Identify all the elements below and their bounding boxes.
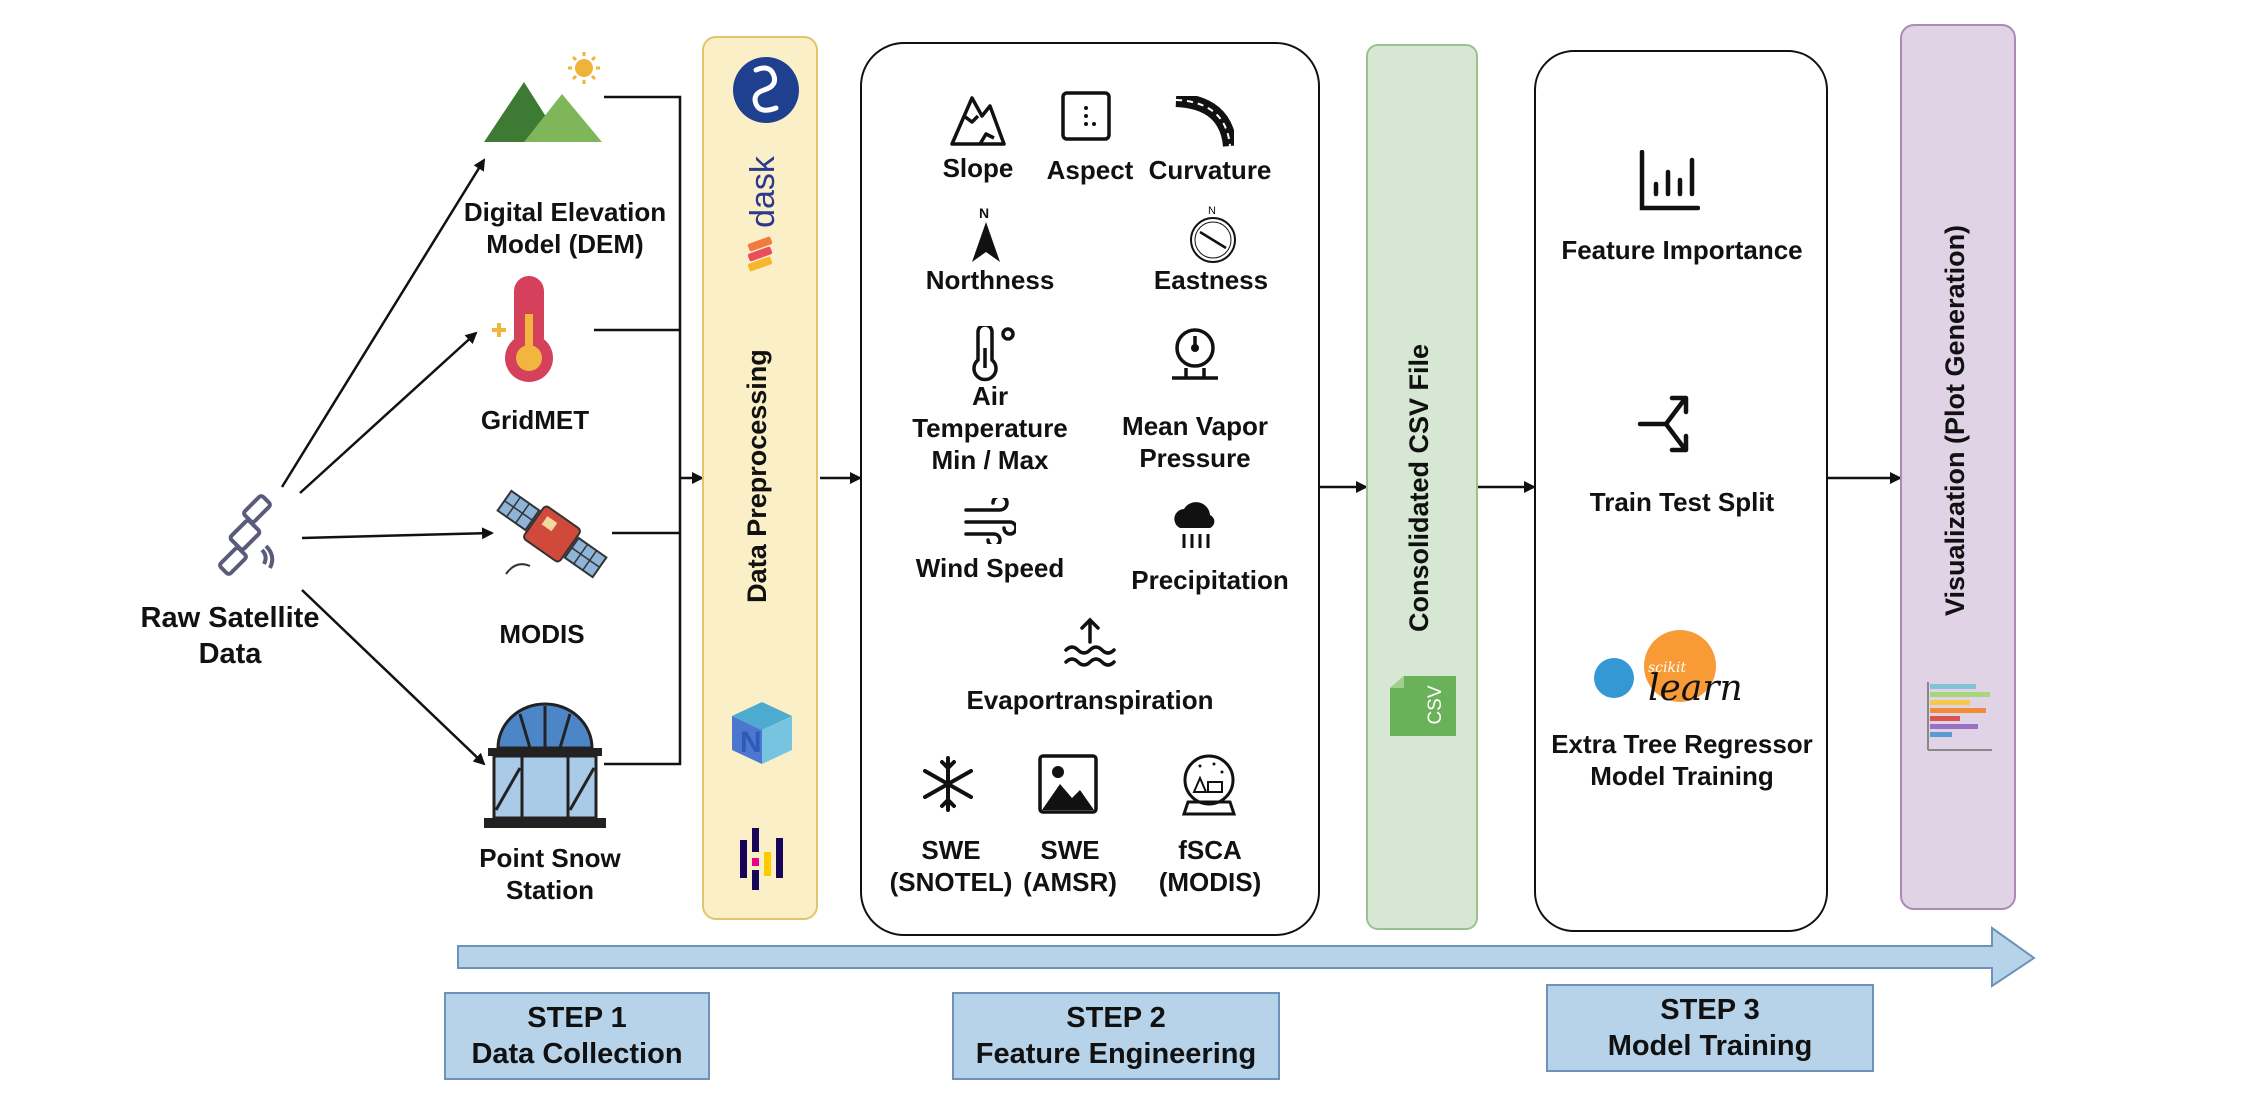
compass-icon: N: [1190, 205, 1236, 263]
arrow-sat-to-modis: [301, 527, 494, 540]
model-training-panel: [1534, 50, 1828, 932]
step-3-box: STEP 3 Model Training: [1546, 984, 1874, 1072]
step-2-subtitle: Feature Engineering: [975, 1038, 1257, 1070]
svg-text:N: N: [979, 205, 989, 221]
precipitation-label: Precipitation: [1131, 565, 1289, 595]
snow-station-icon: [484, 702, 606, 828]
step-2-box: STEP 2 Feature Engineering: [952, 992, 1280, 1080]
modis-satellite-icon: [496, 489, 608, 579]
dem-label: Digital Elevation Model (DEM): [463, 197, 667, 259]
curvature-icon: [1175, 96, 1234, 147]
northness-label: Northness: [925, 265, 1055, 295]
air-temperature-label: Air Temperature Min / Max: [912, 381, 1068, 475]
split-icon: [1637, 395, 1689, 453]
dask-logo-text: dask: [744, 156, 782, 228]
eastness-label: Eastness: [1153, 265, 1269, 295]
vapor-pressure-label: Mean Vapor Pressure: [1122, 411, 1268, 473]
gridmet-label: GridMET: [480, 405, 590, 435]
csv-badge: CSV: [1425, 685, 1446, 725]
bracket-snow: [604, 478, 682, 766]
curvature-label: Curvature: [1148, 155, 1272, 185]
mountain-icon: [484, 52, 602, 142]
bar-chart-icon: [1639, 150, 1700, 211]
csv-title: Consolidated CSV File: [1404, 343, 1434, 633]
modis-label: MODIS: [499, 619, 585, 649]
dask-logo-icon: [747, 236, 773, 272]
aspect-label: Aspect: [1046, 155, 1134, 185]
temperature-icon: [972, 326, 1015, 382]
swe-snotel-label: SWE (SNOTEL): [889, 835, 1013, 897]
feature-importance-label: Feature Importance: [1561, 235, 1803, 265]
pandas-logo-icon: [740, 828, 783, 890]
swe-amsr-label: SWE (AMSR): [1023, 835, 1117, 897]
visualization-panel: [1900, 24, 2016, 910]
snow-station-label: Point Snow Station: [479, 843, 621, 905]
evapotranspiration-label: Evaportranspiration: [966, 685, 1214, 715]
slope-label: Slope: [942, 153, 1014, 183]
model-training-label: Extra Tree Regressor Model Training: [1551, 729, 1813, 791]
step-1-title: STEP 1: [527, 1002, 627, 1034]
thermometer-icon: [492, 276, 553, 382]
snowflake-icon: [923, 756, 973, 812]
preprocessing-panel: [702, 36, 818, 920]
slope-icon: [950, 96, 1006, 146]
satellite-icon: [218, 494, 275, 576]
step-3-title: STEP 3: [1660, 994, 1760, 1026]
sklearn-logo-icon: [1594, 630, 1716, 702]
wind-icon: [964, 498, 1016, 544]
precipitation-icon: [1174, 502, 1215, 548]
pressure-gauge-icon: [1172, 328, 1218, 380]
csv-panel: [1366, 44, 1478, 930]
csv-file-icon: [1390, 676, 1456, 736]
sklearn-small-text: scikit: [1648, 660, 1687, 676]
arrow-sat-to-dem: [280, 158, 486, 488]
wind-speed-label: Wind Speed: [915, 553, 1065, 583]
step-3-subtitle: Model Training: [1607, 1030, 1813, 1062]
step-1-subtitle: Data Collection: [471, 1038, 683, 1070]
preprocessing-title: Data Preprocessing: [742, 349, 772, 603]
north-arrow-icon: N: [972, 205, 1000, 262]
arrow-sat-to-snow: [301, 589, 486, 766]
bracket-dem: [604, 95, 682, 478]
aspect-icon: [1061, 91, 1111, 141]
visualization-title: Visualization (Plot Generation): [1940, 224, 1970, 616]
feature-engineering-panel: [860, 42, 1320, 936]
step-2-title: STEP 2: [1066, 1002, 1166, 1034]
progress-arrow: [457, 926, 2036, 988]
fsca-modis-label: fSCA (MODIS): [1158, 835, 1262, 897]
image-icon: [1038, 754, 1098, 814]
svg-text:N: N: [1208, 205, 1216, 217]
raw-satellite-label: Raw Satellite Data: [140, 602, 320, 670]
arrow-sat-to-gridmet: [299, 331, 478, 494]
numpy-logo-icon: N: [732, 702, 792, 764]
snow-globe-icon: [1181, 754, 1237, 816]
step-1-box: STEP 1 Data Collection: [444, 992, 710, 1080]
python-logo-icon: [733, 57, 799, 123]
train-test-split-label: Train Test Split: [1589, 487, 1775, 517]
plot-icon: [1927, 682, 1992, 751]
sklearn-big-text: learn: [1648, 668, 1743, 709]
svg-text:N: N: [740, 726, 762, 759]
evapotranspiration-icon: [1064, 617, 1116, 667]
